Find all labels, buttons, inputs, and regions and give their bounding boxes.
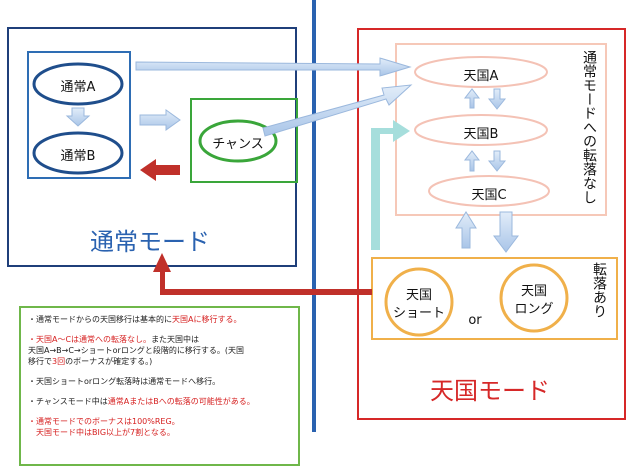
normal-a-node (32, 62, 124, 106)
fall-label: 転落あり (591, 262, 607, 318)
normal-b-node (32, 131, 124, 175)
no-fall-label: 通常モードへの転落なし (581, 50, 597, 204)
heaven-short-label-2: ショート (392, 306, 445, 321)
arrow-fall-to-heaven-c (455, 211, 477, 249)
heaven-long-label-2: ロング (514, 302, 554, 317)
heaven-b-node (414, 114, 548, 146)
or-label: or (468, 313, 482, 328)
arrow-normal-a-to-heaven-a (135, 57, 412, 77)
arrow-fall-to-normal-head (153, 253, 171, 272)
heaven-mode-box (357, 28, 626, 420)
normal-b-label: 通常B (60, 149, 96, 164)
heaven-long-node (499, 263, 569, 333)
note-3: ・天国ショートorロング転落時は通常モードへ移行。 (28, 377, 221, 386)
arrow-chance-to-normal (140, 159, 180, 181)
heaven-a-label: 天国A (463, 69, 499, 84)
fall-box (371, 257, 618, 340)
mode-divider (312, 0, 316, 432)
heaven-b-label: 天国B (463, 127, 499, 142)
chance-node (198, 119, 278, 163)
normal-mode-title: 通常モード (90, 228, 210, 256)
arrow-heaven-a-to-b (487, 88, 507, 110)
arrow-fall-to-normal-mode (158, 256, 372, 295)
arrow-normal-to-chance (139, 109, 181, 131)
heaven-long-label-1: 天国 (520, 284, 547, 299)
heaven-a-node (414, 56, 548, 88)
note-5: ・通常モードでのボーナスは100%REG。天国モード中はBIG以上が7割となる。 (28, 417, 180, 437)
note-4: ・チャンスモード中は通常AまたはBへの転落の可能性がある。 (28, 397, 255, 406)
arrow-heaven-c-to-b (463, 150, 481, 172)
notes-box: ・通常モードからの天国移行は基本的に天国Aに移行する。 ・天国A～Cは通常への転… (19, 306, 300, 466)
heaven-mode-title: 天国モード (430, 377, 550, 405)
normal-inner-box (27, 51, 131, 179)
arrow-heaven-c-to-fall (493, 211, 519, 253)
note-2: ・天国A～Cは通常への転落なし。また天国中は天国A→B→C→ショートorロングと… (28, 335, 244, 366)
arrow-heaven-b-to-a (463, 88, 481, 109)
arrow-chance-to-heaven-a (262, 84, 413, 137)
heaven-short-label-1: 天国 (405, 288, 432, 303)
note-1: ・通常モードからの天国移行は基本的に天国Aに移行する。 (28, 315, 242, 324)
chance-box (190, 98, 298, 183)
heaven-c-node (428, 175, 550, 207)
heaven-c-label: 天国C (471, 188, 507, 203)
chance-label: チャンス (212, 137, 264, 152)
arrow-heaven-b-to-c (487, 150, 507, 172)
normal-a-label: 通常A (60, 80, 96, 95)
arrow-normal-a-to-b (65, 107, 91, 127)
arrow-fall-to-heaven-b (371, 120, 410, 250)
heaven-short-node (384, 267, 454, 337)
